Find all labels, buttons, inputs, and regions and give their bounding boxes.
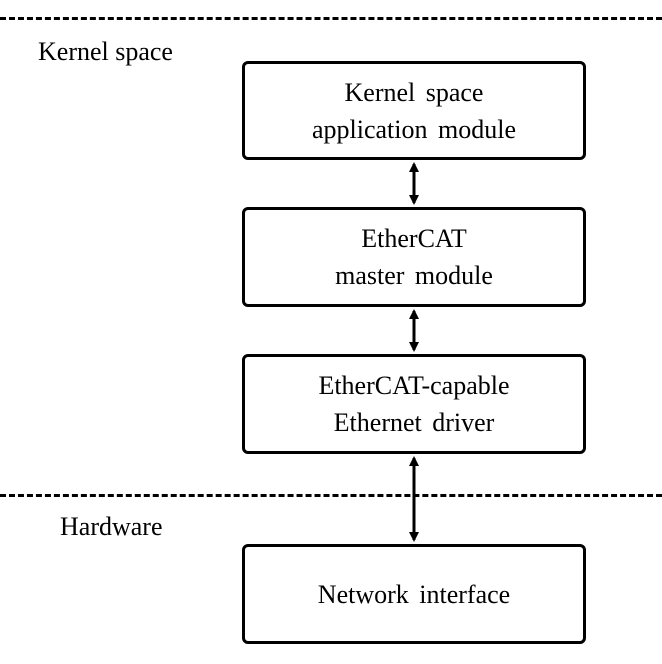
kernel-app-module-box: Kernel space application module — [242, 61, 586, 160]
box-label-line: EtherCAT-capable — [318, 371, 510, 400]
ethernet-driver-box: EtherCAT-capable Ethernet driver — [242, 354, 586, 454]
ethercat-master-module-box: EtherCAT master module — [242, 207, 586, 307]
network-interface-box: Network interface — [242, 544, 586, 644]
box-label-line: Network interface — [317, 579, 511, 609]
box-label-line: Ethernet driver — [333, 408, 495, 437]
hardware-boundary-line — [0, 494, 662, 497]
box-label-line: Kernel space — [344, 77, 484, 107]
box-label-line: master module — [335, 261, 493, 290]
kernel-space-label: Kernel space — [38, 37, 173, 66]
hardware-label: Hardware — [60, 512, 163, 541]
box-label-line: EtherCAT — [361, 224, 467, 253]
top-boundary-line — [0, 17, 662, 20]
box-label-line: application module — [311, 114, 516, 144]
